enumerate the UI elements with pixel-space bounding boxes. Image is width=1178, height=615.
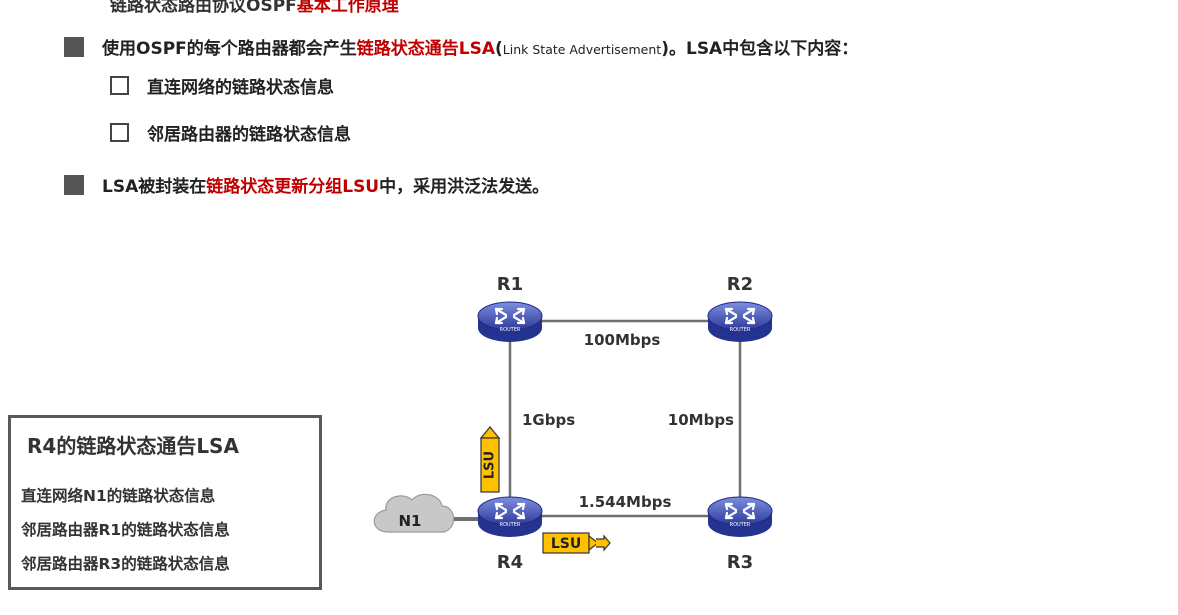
bullet-lsu-post: 中，采用洪泛法发送。 bbox=[379, 177, 550, 197]
router-r4-label: R4 bbox=[497, 552, 523, 573]
router-r4-icon bbox=[476, 495, 544, 539]
lsu-packet-vertical: LSU bbox=[479, 426, 501, 493]
link-r1-r4-label: 1Gbps bbox=[522, 411, 575, 429]
router-r1-icon bbox=[476, 300, 544, 344]
router-r2-icon bbox=[706, 300, 774, 344]
bullet-lsu-text: LSA被封装在链路状态更新分组LSU中，采用洪泛法发送。 bbox=[102, 172, 549, 197]
bullet-lsa-highlight: 链路状态通告LSA bbox=[356, 39, 496, 59]
arrow-up-icon bbox=[479, 426, 501, 439]
bullet-lsu-pre: LSA被封装在 bbox=[102, 177, 207, 197]
router-r1-chip: ROUTER bbox=[500, 327, 521, 333]
network-n1-cloud bbox=[373, 493, 455, 533]
sub-item-neighbor: 邻居路由器的链路状态信息 bbox=[110, 120, 351, 145]
router-r3-chip: ROUTER bbox=[730, 522, 751, 528]
bullet-lsu-highlight: 链路状态更新分组LSU bbox=[206, 177, 380, 197]
lsa-box-line-r1: 邻居路由器R1的链路状态信息 bbox=[21, 521, 230, 539]
network-n1-label: N1 bbox=[399, 512, 422, 530]
bullet-lsa-pre: 使用OSPF的每个路由器都会产生 bbox=[102, 39, 357, 59]
lsu-packet-horizontal-label: LSU bbox=[551, 536, 581, 552]
checkbox-square-icon bbox=[110, 76, 129, 95]
lsa-box-title: R4的链路状态通告LSA bbox=[27, 434, 239, 458]
top-heading-highlight: 基本工作原理 bbox=[296, 0, 399, 16]
bullet-lsa-post: 。LSA中包含以下内容： bbox=[668, 39, 859, 59]
router-r3-label: R3 bbox=[727, 552, 753, 573]
router-r2-chip: ROUTER bbox=[730, 327, 751, 333]
lsa-box-line-direct: 直连网络N1的链路状态信息 bbox=[21, 487, 216, 505]
paren-close: ) bbox=[661, 39, 669, 59]
bullet-lsu: LSA被封装在链路状态更新分组LSU中，采用洪泛法发送。 bbox=[64, 172, 549, 197]
top-heading-text: 链路状态路由协议OSPF bbox=[110, 0, 297, 16]
lsa-box-line-r3: 邻居路由器R3的链路状态信息 bbox=[21, 555, 230, 573]
bullet-lsa: 使用OSPF的每个路由器都会产生链路状态通告LSA(Link State Adv… bbox=[64, 34, 858, 59]
lsa-box: R4的链路状态通告LSA 直连网络N1的链路状态信息 邻居路由器R1的链路状态信… bbox=[8, 415, 322, 590]
link-r2-r3-label: 10Mbps bbox=[668, 411, 734, 429]
lsu-packet-vertical-label: LSU bbox=[483, 451, 498, 479]
sub-item-direct: 直连网络的链路状态信息 bbox=[110, 73, 334, 98]
router-r2-label: R2 bbox=[727, 274, 753, 295]
lsu-packet-horizontal: LSU bbox=[542, 532, 611, 554]
sub-item-neighbor-text: 邻居路由器的链路状态信息 bbox=[147, 125, 351, 145]
link-r4-r3-label: 1.544Mbps bbox=[579, 493, 672, 511]
link-r1-r2-label: 100Mbps bbox=[584, 331, 661, 349]
sub-item-direct-text: 直连网络的链路状态信息 bbox=[147, 78, 334, 98]
top-cropped-heading: 链路状态路由协议OSPF基本工作原理 bbox=[110, 0, 399, 16]
bullet-square-icon bbox=[64, 174, 84, 195]
bullet-lsa-english: Link State Advertisement bbox=[502, 42, 662, 57]
bullet-square-icon bbox=[64, 36, 84, 57]
paren-open: ( bbox=[495, 39, 503, 59]
router-r4-chip: ROUTER bbox=[500, 522, 521, 528]
router-r1-label: R1 bbox=[497, 274, 523, 295]
checkbox-square-icon bbox=[110, 123, 129, 142]
bullet-lsa-text: 使用OSPF的每个路由器都会产生链路状态通告LSA(Link State Adv… bbox=[102, 34, 858, 59]
router-r3-icon bbox=[706, 495, 774, 539]
arrow-right-icon bbox=[588, 534, 599, 552]
